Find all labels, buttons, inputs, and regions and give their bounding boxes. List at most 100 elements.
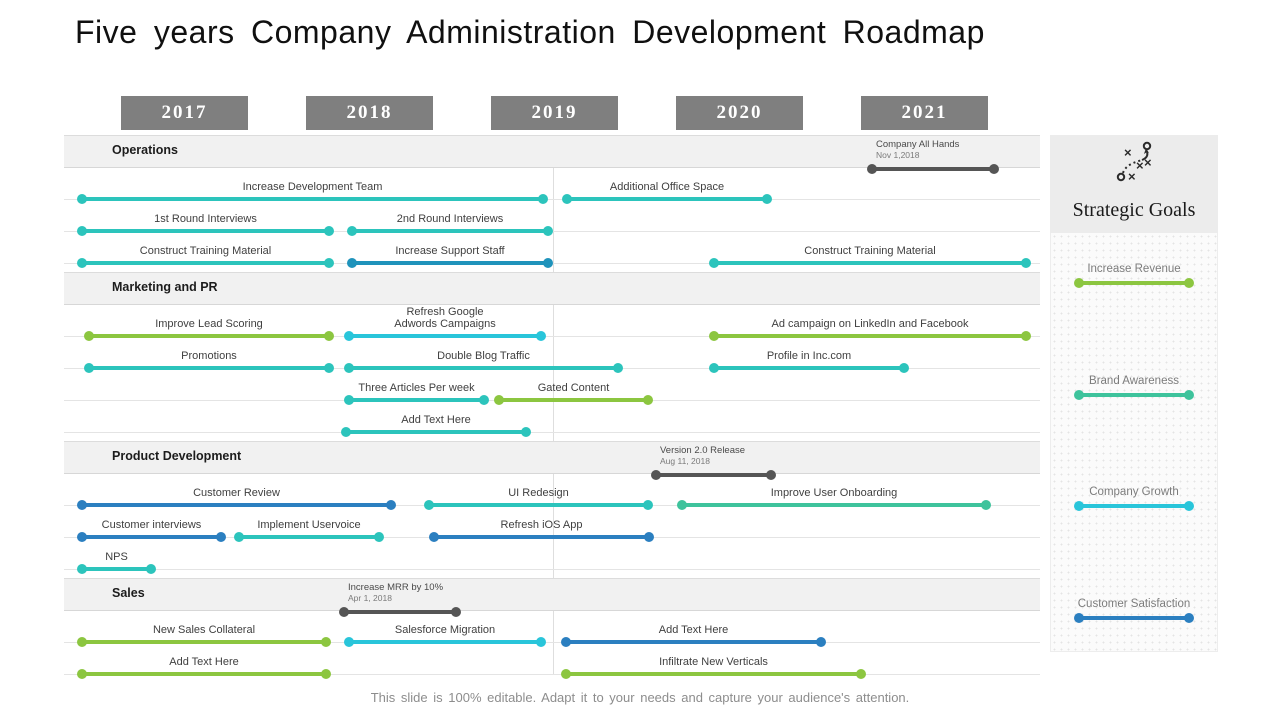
bar-endpoint-dot: [1021, 331, 1031, 341]
strategic-goals-header: × × × × Strategic Goals: [1050, 135, 1218, 233]
year-2020: 2020: [676, 96, 803, 130]
bar-line: [347, 366, 620, 370]
bar-endpoint-dot: [234, 532, 244, 542]
bar-line: [80, 261, 331, 265]
goal-label: Increase Revenue: [1087, 263, 1181, 275]
bar-endpoint-dot: [1184, 278, 1194, 288]
timeline-bar: Double Blog Traffic: [344, 350, 623, 373]
bar-line: [80, 229, 331, 233]
timeline-bar: Salesforce Migration: [344, 624, 546, 647]
timeline-bar: Add Text Here: [561, 624, 826, 647]
bar-line: [347, 334, 543, 338]
milestone-date: Apr 1, 2018: [348, 593, 392, 603]
timeline-bar: Construct Training Material: [77, 245, 334, 268]
bar-line: [654, 473, 773, 477]
bar-line: [347, 640, 543, 644]
bar-endpoint-dot: [643, 395, 653, 405]
bar-endpoint-dot: [321, 669, 331, 679]
timeline-bar: Increase Development Team: [77, 181, 548, 204]
bar-endpoint-dot: [899, 363, 909, 373]
bar-line: [1077, 615, 1191, 620]
year-2018: 2018: [306, 96, 433, 130]
timeline-bar: New Sales Collateral: [77, 624, 331, 647]
bar-endpoint-dot: [344, 363, 354, 373]
bar-endpoint-dot: [374, 532, 384, 542]
strategic-goals-title: Strategic Goals: [1072, 199, 1196, 221]
timeline-bar: Add Text Here: [341, 414, 531, 437]
bar-line: [87, 334, 331, 338]
bar-endpoint-dot: [1074, 612, 1084, 623]
bar-endpoint-dot: [643, 500, 653, 510]
bar-endpoint-dot: [424, 500, 434, 510]
bar-endpoint-dot: [538, 194, 548, 204]
timeline-bar-label: Construct Training Material: [139, 244, 272, 257]
bar-endpoint-dot: [339, 607, 349, 617]
timeline-bar-label: Ad campaign on LinkedIn and Facebook: [771, 317, 969, 330]
bar-line: [80, 672, 328, 676]
bar-endpoint-dot: [1184, 612, 1194, 623]
bar-line: [1077, 392, 1191, 397]
bar-endpoint-dot: [494, 395, 504, 405]
bar-line: [347, 398, 486, 402]
timeline-row: Add Text Here Infiltrate New Verticals: [64, 643, 1040, 679]
bar-endpoint-dot: [543, 258, 553, 268]
bar-endpoint-dot: [709, 258, 719, 268]
bar-endpoint-dot: [386, 500, 396, 510]
section-title: Sales: [112, 586, 145, 600]
bar-endpoint-dot: [324, 258, 334, 268]
milestone-date: Aug 11, 2018: [660, 456, 710, 466]
bar-line: [427, 503, 650, 507]
bar-endpoint-dot: [324, 363, 334, 373]
year-2017: 2017: [121, 96, 248, 130]
timeline-bar: Gated Content: [494, 382, 653, 405]
timeline-bar: Customer interviews: [77, 519, 226, 542]
timeline-bar: Improve Lead Scoring: [84, 318, 334, 341]
bar-line: [237, 535, 381, 539]
svg-text:×: ×: [1136, 158, 1144, 173]
bar-line: [565, 197, 769, 201]
bar-endpoint-dot: [479, 395, 489, 405]
bar-endpoint-dot: [341, 427, 351, 437]
bar-endpoint-dot: [762, 194, 772, 204]
milestone-label: Company All Hands: [876, 139, 960, 150]
bar-line: [80, 567, 153, 571]
bar-endpoint-dot: [651, 470, 661, 480]
goal-label: Company Growth: [1089, 486, 1179, 499]
bar-endpoint-dot: [77, 500, 87, 510]
section-header-marketing-and-pr: Marketing and PR: [64, 272, 1040, 305]
bar-line: [680, 503, 988, 507]
timeline-bar-label: New Sales Collateral: [152, 623, 256, 636]
timeline-bar-label: Double Blog Traffic: [437, 349, 530, 362]
milestone-label: Increase MRR by 10%: [348, 582, 444, 593]
bar-endpoint-dot: [536, 331, 546, 341]
timeline-bar: Implement Uservoice: [234, 519, 384, 542]
timeline-bar-label: Promotions: [181, 349, 237, 362]
timeline-bar: NPS: [77, 551, 156, 574]
bar-endpoint-dot: [324, 226, 334, 236]
timeline-bar: Construct Training Material: [709, 245, 1031, 268]
bar-line: [80, 640, 328, 644]
timeline-bar: UI Redesign: [424, 487, 653, 510]
timeline-bar: Add Text Here: [77, 656, 331, 679]
bar-line: [1077, 281, 1191, 285]
milestone: Increase MRR by 10%Apr 1, 2018: [339, 582, 461, 617]
svg-text:×: ×: [1128, 169, 1136, 184]
timeline-bar-label: Infiltrate New Verticals: [659, 655, 768, 668]
bar-endpoint-dot: [451, 607, 461, 617]
timeline-bar-label: Add Text Here: [401, 413, 471, 426]
bar-endpoint-dot: [344, 637, 354, 647]
bar-endpoint-dot: [77, 669, 87, 679]
timeline-bar-label: Increase Development Team: [242, 180, 383, 193]
timeline-bar: [1074, 501, 1194, 512]
bar-endpoint-dot: [989, 164, 999, 174]
